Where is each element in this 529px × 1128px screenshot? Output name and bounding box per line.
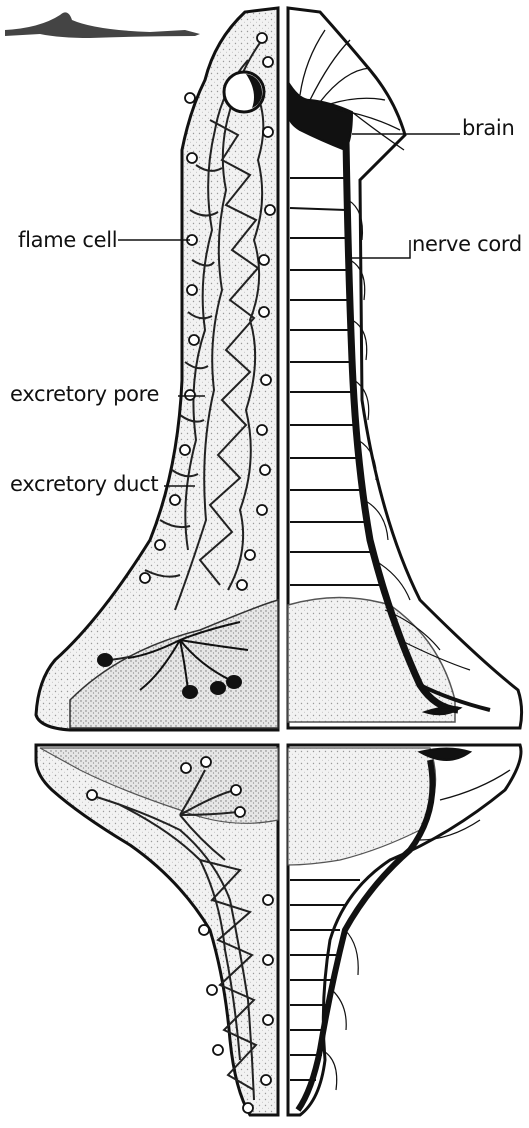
flame-cell-label: flame cell [18, 228, 117, 252]
top-fragment [5, 12, 200, 38]
eye [224, 72, 264, 112]
nerve-cord-label: nerve cord [412, 232, 522, 256]
excretory-pore-label: excretory pore [10, 382, 159, 406]
excretory-duct-label: excretory duct [10, 472, 158, 496]
brain-label: brain [462, 116, 514, 140]
